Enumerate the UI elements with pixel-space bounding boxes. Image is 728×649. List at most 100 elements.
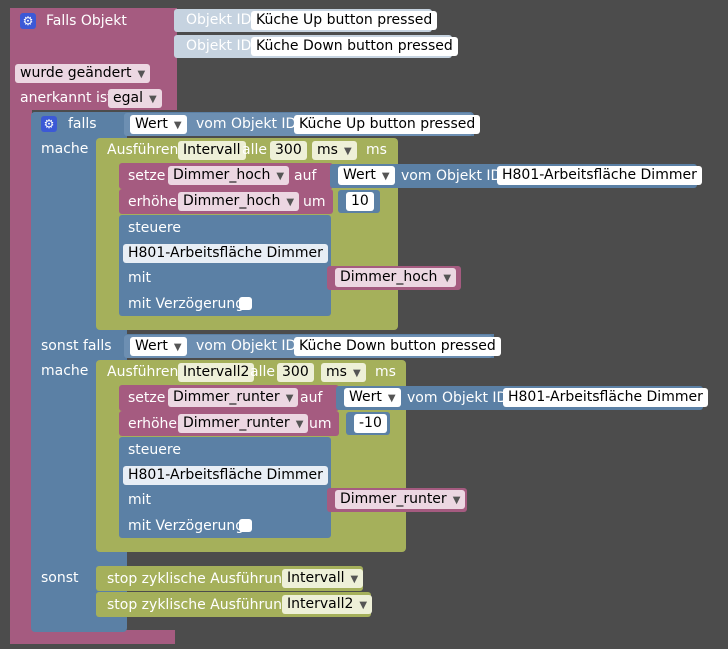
with-delay-label: mit Verzögerung [128,296,245,312]
stop-interval-dropdown-label: Intervall2 [287,596,354,612]
object-id-label: Objekt ID [186,38,252,54]
stop-interval-dropdown-label: Intervall [287,570,345,586]
execute-label: Ausführen [107,142,179,158]
gear-icon[interactable]: ⚙ [20,13,36,29]
chevron-down-icon: ▼ [352,368,361,379]
chevron-down-icon: ▼ [285,393,294,404]
do-label: mache [41,363,89,379]
elseif-label: sonst falls [41,338,112,354]
variable-get-block[interactable]: Dimmer_runter▼ [327,488,467,512]
value-dropdown[interactable]: Wert ▼ [130,337,187,356]
variable-dropdown[interactable]: Dimmer_hoch▼ [168,166,290,185]
delay-checkbox[interactable] [239,297,252,310]
variable-dropdown-label: Dimmer_hoch [173,167,271,183]
step-field[interactable]: -10 [354,414,387,433]
chevron-down-icon: ▼ [295,419,304,430]
increase-label: erhöhe [128,416,178,432]
interval-time-field[interactable]: 300 [270,141,307,160]
value-of-object-down[interactable]: Wert ▼ vom Objekt ID Küche Down button pr… [124,335,501,358]
increase-label: erhöhe [128,194,178,210]
variable-dropdown[interactable]: Dimmer_hoch▼ [335,268,457,287]
value-dropdown-label: Wert [135,338,168,354]
chevron-down-icon: ▼ [359,600,368,611]
stop-interval-block-2[interactable]: stop zyklische Ausführung Intervall2 ▼ [96,592,373,617]
interval-name-field[interactable]: Intervall2 [178,363,255,382]
control-label: steuere [128,220,181,236]
ack-dropdown[interactable]: egal▼ [108,89,162,108]
every-label: alle [250,364,275,380]
object-id-up-field[interactable]: Küche Up button pressed [251,11,438,30]
value-of-object-up[interactable]: Wert ▼ vom Objekt ID Küche Up button pres… [124,113,481,136]
value-dropdown-label: Wert [343,167,376,183]
step-field[interactable]: 10 [346,192,374,211]
with-label: mit [128,270,152,286]
control-label: steuere [128,442,181,458]
execute-label: Ausführen [107,364,179,380]
chevron-down-icon: ▼ [173,120,182,131]
object-id-down-field[interactable]: Küche Down button pressed [251,37,458,56]
unit-dropdown-label: ms [317,142,338,158]
delay-checkbox[interactable] [239,519,252,532]
variable-dropdown-label: Dimmer_hoch [183,193,281,209]
variable-dropdown[interactable]: Dimmer_runter▼ [335,490,466,509]
stop-interval-dropdown[interactable]: Intervall▼ [282,569,364,588]
stop-label: stop zyklische Ausführung [107,597,291,613]
variable-dropdown-label: Dimmer_runter [340,491,447,507]
control-object-field[interactable]: H801-Arbeitsfläche Dimmer [123,466,328,485]
chevron-down-icon: ▼ [286,197,295,208]
control-object-field[interactable]: H801-Arbeitsfläche Dimmer [123,244,328,263]
value-dropdown[interactable]: Wert ▼ [344,388,401,407]
value-dropdown-label: Wert [349,389,382,405]
set-label: setze [128,390,166,406]
with-label: mit [128,492,152,508]
unit-dropdown[interactable]: ms▼ [321,363,366,382]
value-dropdown[interactable]: Wert ▼ [130,115,187,134]
with-delay-label: mit Verzögerung [128,518,245,534]
target-object-field[interactable]: H801-Arbeitsfläche Dimmer [503,388,708,407]
number-block[interactable]: -10 [346,412,390,435]
chevron-down-icon: ▼ [387,393,396,404]
trigger-block-footer [10,630,175,644]
unit-dropdown[interactable]: ms ▼ [312,141,357,160]
do-label: mache [41,141,89,157]
variable-get-block[interactable]: Dimmer_hoch▼ [327,266,461,290]
to-label: auf [294,168,317,184]
object-id-down-block[interactable]: Objekt ID Küche Down button pressed [174,35,458,58]
chevron-down-icon: ▼ [343,146,352,157]
to-label: auf [300,390,323,406]
variable-dropdown[interactable]: Dimmer_runter ▼ [178,414,309,433]
from-object-id-label: vom Objekt ID [196,338,297,354]
interval-time-field[interactable]: 300 [277,363,314,382]
target-object-field[interactable]: H801-Arbeitsfläche Dimmer [497,166,702,185]
gear-icon[interactable]: ⚙ [41,116,57,132]
every-label: alle [242,142,267,158]
control-block[interactable] [119,215,331,316]
unit-label: ms [375,364,396,380]
chevron-down-icon: ▼ [173,342,182,353]
chevron-down-icon: ▼ [137,69,146,80]
number-block[interactable]: 10 [338,190,380,213]
value-of-target-object[interactable]: Wert▼ vom Objekt ID H801-Arbeitsfläche D… [336,386,708,410]
trigger-block-spine [10,8,32,644]
by-label: um [303,194,326,210]
value-dropdown-label: Wert [135,116,168,132]
variable-dropdown[interactable]: Dimmer_hoch ▼ [178,192,300,211]
variable-dropdown-label: Dimmer_runter [173,389,280,405]
interval-name-field[interactable]: Intervall [178,141,246,160]
object-id-up-field[interactable]: Küche Up button pressed [294,115,481,134]
control-block[interactable] [119,437,331,538]
from-object-id-label: vom Objekt ID [196,116,297,132]
value-dropdown[interactable]: Wert ▼ [338,166,395,185]
stop-interval-dropdown[interactable]: Intervall2 ▼ [282,595,373,614]
stop-interval-block-1[interactable]: stop zyklische Ausführung Intervall▼ [96,566,364,591]
variable-dropdown[interactable]: Dimmer_runter ▼ [168,388,299,407]
stop-label: stop zyklische Ausführung [107,571,291,587]
object-id-down-field[interactable]: Küche Down button pressed [294,337,501,356]
value-of-target-object[interactable]: Wert▼ vom Objekt ID H801-Arbeitsfläche D… [330,164,702,188]
object-id-up-block[interactable]: Objekt ID Küche Up button pressed [174,9,438,32]
else-label: sonst [41,570,79,586]
unit-label: ms [366,142,387,158]
changed-dropdown[interactable]: wurde geändert▼ [15,64,151,83]
variable-dropdown-label: Dimmer_runter [183,415,290,431]
chevron-down-icon: ▼ [381,171,390,182]
